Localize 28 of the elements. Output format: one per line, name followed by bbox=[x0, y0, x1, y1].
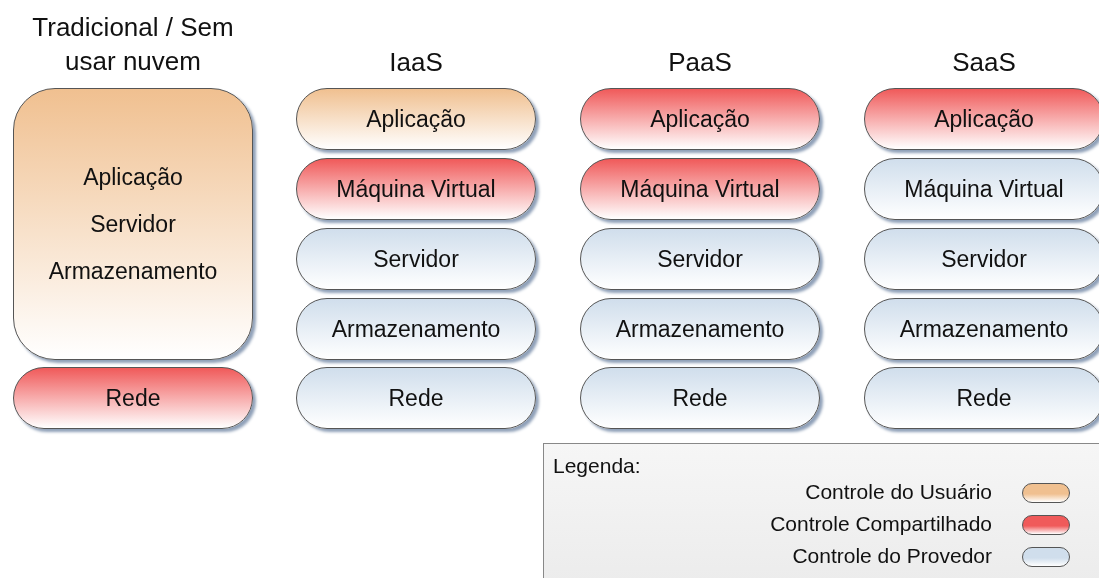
legend-label: Controle do Provedor bbox=[792, 544, 992, 568]
layer-pill: Servidor bbox=[580, 228, 820, 290]
layer-pill: Rede bbox=[864, 367, 1099, 429]
legend-label: Controle do Usuário bbox=[805, 480, 992, 504]
layer-pill: Armazenamento bbox=[864, 298, 1099, 360]
layer-pill: Aplicação bbox=[864, 88, 1099, 150]
column-heading: Tradicional / Sem usar nuvem bbox=[31, 11, 235, 78]
layer-pill: Servidor bbox=[296, 228, 536, 290]
layer-pill: Rede bbox=[13, 367, 253, 429]
layer-pill: Armazenamento bbox=[296, 298, 536, 360]
layer-pill: Máquina Virtual bbox=[864, 158, 1099, 220]
layer-pill: Aplicação bbox=[296, 88, 536, 150]
layer-pill: Rede bbox=[580, 367, 820, 429]
layer-label: Servidor bbox=[90, 210, 176, 238]
column-heading: PaaS bbox=[667, 46, 733, 79]
layer-pill: Servidor bbox=[864, 228, 1099, 290]
stack-box bbox=[13, 88, 253, 360]
layer-pill: Máquina Virtual bbox=[580, 158, 820, 220]
layer-label: Aplicação bbox=[83, 163, 183, 191]
layer-pill: Aplicação bbox=[580, 88, 820, 150]
legend-label: Controle Compartilhado bbox=[770, 512, 992, 536]
layer-pill: Rede bbox=[296, 367, 536, 429]
layer-pill: Máquina Virtual bbox=[296, 158, 536, 220]
legend-title: Legenda: bbox=[553, 454, 641, 478]
column-heading: SaaS bbox=[951, 46, 1017, 79]
column-heading: IaaS bbox=[388, 46, 444, 79]
layer-pill: Armazenamento bbox=[580, 298, 820, 360]
layer-label: Armazenamento bbox=[48, 257, 218, 285]
